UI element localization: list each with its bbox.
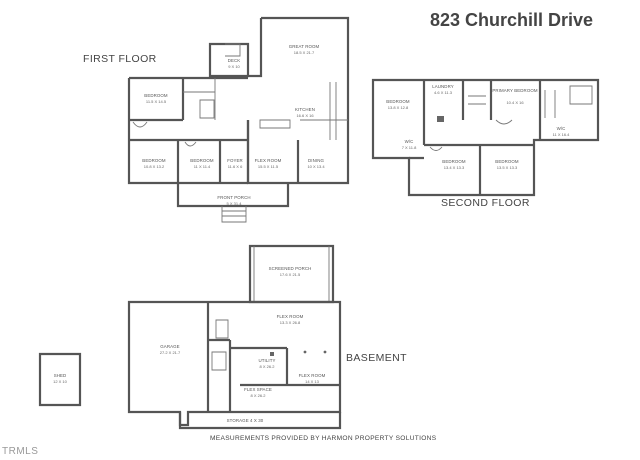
bedroom-label: BEDROOM [144,93,168,98]
second-floor-partitions [409,80,542,195]
bedroom-dim: 11.5 X 14.5 [146,99,167,104]
great-room-west-wall [248,18,263,78]
flex-room-dim: 14 X 13 [305,379,320,384]
flex-space-dim: 8 X 26.2 [251,393,267,398]
bedroom-dim: 13.8 X 12.8 [388,105,409,110]
front-porch-outline [176,183,290,208]
basement-plan [38,244,342,430]
kitchen-label: KITCHEN [295,107,315,112]
utility-equipment [270,352,274,356]
second-floor-door-swings [429,119,513,151]
basement-stairs [211,319,229,371]
laundry-dim: 4.6 X 11.3 [434,90,453,95]
screened-porch-label: SCREENED PORCH [269,266,312,271]
screened-porch-screens [253,246,330,302]
second-floor-label: SECOND FLOOR [441,197,530,209]
walk-in-closet-label: W/C [557,126,566,131]
front-porch-dim: 5 X 31.4 [227,201,243,206]
bedroom-label: BEDROOM [442,159,466,164]
foyer-dim: 11.6 X 6 [228,164,243,169]
bedroom-label: BEDROOM [142,158,166,163]
second-floor-plan [371,78,600,197]
kitchen-island [259,119,291,129]
west-wing-outline [127,76,248,185]
storage-outline [178,412,342,430]
basement-outline [127,300,342,427]
flex-room-label: FLEX ROOM [255,158,282,163]
flex-room-label: FLEX ROOM [299,373,326,378]
foyer-label: FOYER [227,158,243,163]
mls-logo: TRMLS [2,446,39,457]
laundry-appliance [437,116,444,122]
shed-label: SHED [54,373,67,378]
dining-label: DINING [308,158,324,163]
garage-label: GARAGE [160,344,179,349]
first-floor-label: FIRST FLOOR [83,53,157,65]
property-address-title: 823 Churchill Drive [430,10,594,30]
flex-room-label: FLEX ROOM [277,314,304,319]
primary-bedroom-dim: 10.4 X 16 [506,100,524,105]
first-floor-door-swings [132,121,197,147]
flex-room-dim: 15.5 X 11.5 [258,164,279,169]
walk-in-closet-dim: 11 X 16.4 [553,132,571,137]
bedroom-label: BEDROOM [495,159,519,164]
flex-room-dim: 13.3 X 26.8 [280,320,301,325]
flex-space-label: FLEX SPACE [244,387,272,392]
basement-partitions [206,302,340,412]
utility-dim: 8 X 26.2 [260,364,276,369]
first-floor-bath [183,78,216,120]
garage-dim: 27.2 X 21.7 [160,350,181,355]
primary-bath-fixtures [544,85,593,118]
storage-label: STORAGE 4 X 30 [227,418,264,423]
screened-porch-dim: 17.6 X 21.5 [280,272,301,277]
measurement-credit: MEASUREMENTS PROVIDED BY HARMON PROPERTY… [210,435,437,442]
front-porch-label: FRONT PORCH [217,195,250,200]
support-column [303,350,307,354]
great-room-dim: 18.5 X 21.7 [294,50,315,55]
first-floor-plan [127,16,350,223]
shed-dim: 12 X 10 [53,379,68,384]
deck-stairs [225,43,241,57]
deck-dim: 9 X 10 [228,64,240,69]
bedroom-dim: 11 X 11.4 [194,164,211,169]
utility-label: UTILITY [258,358,275,363]
primary-bedroom-label: PRIMARY BEDROOM [492,88,537,93]
walk-in-closet-dim: 7 X 11.8 [402,145,417,150]
bedroom-label: BEDROOM [190,158,214,163]
deck-label: DECK [228,58,241,63]
laundry-label: LAUNDRY [432,84,454,89]
walk-in-closet-label: W/C [405,139,414,144]
bedroom-dim: 10.8 X 13.2 [144,164,165,169]
bedroom-label: BEDROOM [386,99,410,104]
kitchen-counters [300,82,348,140]
kitchen-dim: 16.6 X 16 [296,113,314,118]
great-room-label: GREAT ROOM [289,44,320,49]
shed-outline [38,352,82,407]
bedroom-dim: 13.5 X 13.3 [497,165,518,170]
basement-label: BASEMENT [346,352,407,364]
room-labels: GREAT ROOM 18.5 X 21.7 DECK 9 X 10 BEDRO… [53,44,570,423]
hall-closet [468,95,486,105]
dining-dim: 10 X 13.4 [307,164,325,169]
second-floor-outline [371,78,600,197]
support-column [323,350,327,354]
bedroom-dim: 13.4 X 13.3 [444,165,465,170]
first-floor-partitions [129,78,300,183]
front-porch-steps [221,206,247,223]
